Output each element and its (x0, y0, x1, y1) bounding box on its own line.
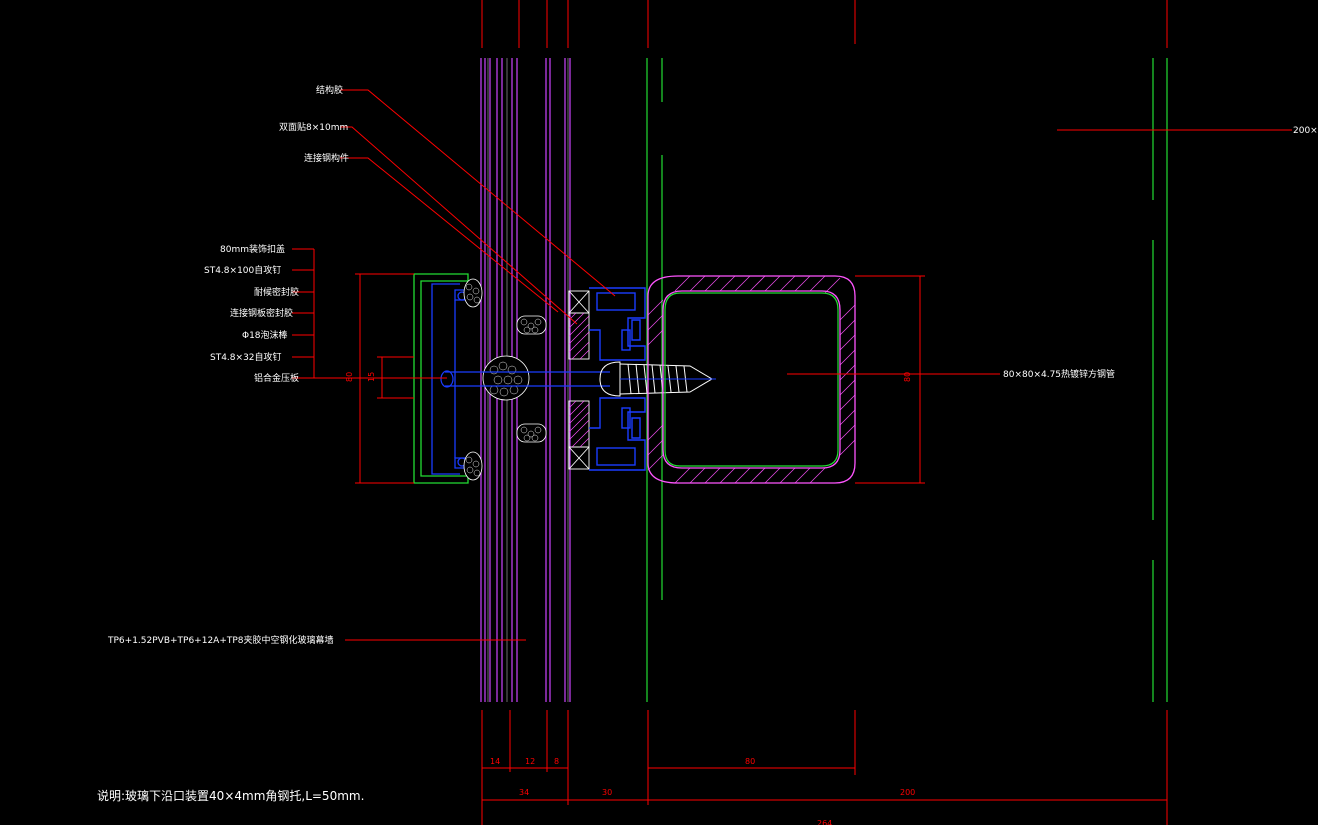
label-double-sided-tape: 双面贴8×10mm (279, 121, 348, 133)
label-glass-spec: TP6+1.52PVB+TP6+12A+TP8夹胶中空钢化玻璃幕墙 (107, 634, 334, 646)
label-plate-sealant: 连接钢板密封胶 (230, 307, 293, 319)
label-weather-sealant: 耐候密封胶 (254, 286, 299, 298)
label-connecting-steel: 连接钢构件 (304, 152, 349, 164)
dim-left-inner: 15 (367, 372, 376, 382)
label-top-right: 200×10 (1293, 126, 1318, 136)
leader-lines (292, 89, 1292, 641)
structural-glue (568, 312, 590, 448)
dim-200: 200 (900, 788, 915, 797)
dim-30: 30 (602, 788, 612, 797)
square-steel-tube (647, 275, 856, 484)
note-text: 说明:玻璃下沿口装置40×4mm角钢托,L=50mm. (97, 788, 364, 803)
dim-34: 34 (519, 788, 529, 797)
label-screw-100: ST4.8×100自攻钉 (204, 264, 281, 276)
label-foam-rod: Φ18泡沫棒 (242, 329, 288, 341)
dim-80: 80 (745, 757, 755, 766)
label-screw-32: ST4.8×32自攻钉 (210, 351, 282, 363)
label-steel-tube: 80×80×4.75热镀锌方钢管 (1003, 368, 1115, 380)
dimension-lines (355, 273, 1168, 825)
label-pressure-plate: 铝合金压板 (254, 372, 299, 384)
label-cover-cap: 80mm装饰扣盖 (220, 243, 285, 255)
dim-12: 12 (525, 757, 535, 766)
dim-14: 14 (490, 757, 500, 766)
label-structural-glue: 结构胶 (316, 84, 343, 96)
self-tapping-screw (440, 370, 610, 388)
aluminum-frame (589, 287, 646, 471)
top-extension-lines (481, 0, 1168, 48)
screw-head (599, 361, 716, 397)
dim-left-height: 80 (345, 372, 354, 382)
dim-8: 8 (554, 757, 559, 766)
green-lines (646, 58, 1168, 702)
dim-right-height: 80 (903, 372, 912, 382)
dim-total: 264 (817, 819, 832, 825)
